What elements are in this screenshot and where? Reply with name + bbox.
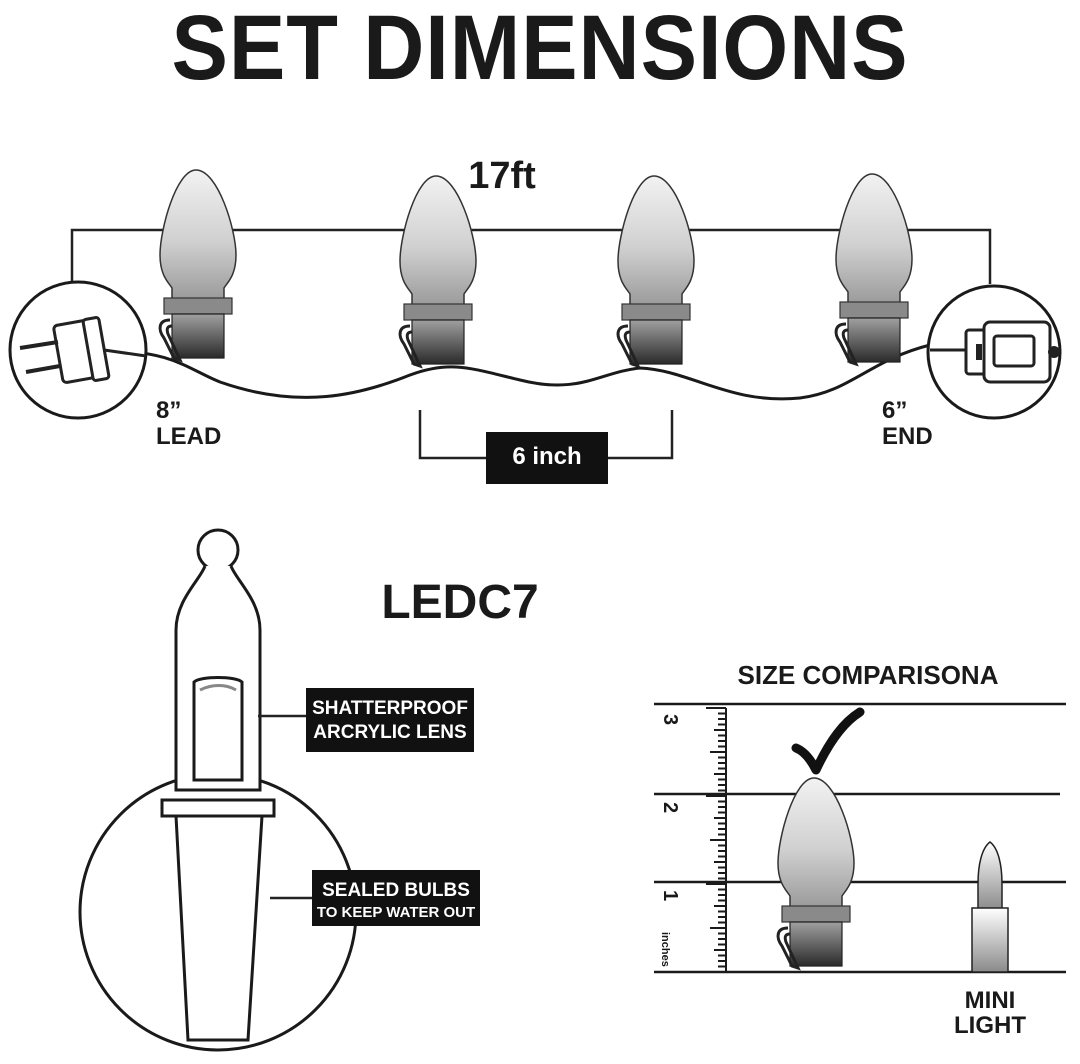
female-plug-icon [930,320,1060,384]
spacing-badge [486,432,608,484]
c7-comparison-bulb [776,776,856,970]
lead-label: LEAD [156,423,221,450]
spacing-label: 6 inch [512,443,581,470]
mini-light [971,841,1009,973]
callout-1-line-2: ARCRYLIC LENS [313,722,466,743]
callout-2-line-1: SEALED BULBS [322,880,470,901]
total-length-label: 17ft [468,155,536,197]
page-title: SET DIMENSIONS [171,0,909,99]
total-length-bracket [70,228,992,300]
wire [111,343,931,401]
size-comparison-title: SIZE COMPARISONA [738,660,999,690]
callout-2-box [312,870,480,926]
end-label: END [882,423,933,450]
ruler-label-2: 2 [659,802,681,813]
male-plug-icon [19,316,147,384]
ruler-unit: inches [659,932,671,967]
bulb-cross-section [160,528,276,1042]
bulb-4 [834,172,914,366]
callout-1-line-1: SHATTERPROOF [312,698,468,719]
callout-1-box [306,688,474,752]
ruler-label-3: 3 [659,714,681,725]
bulb-1 [158,168,238,362]
ruler [706,707,727,973]
end-length: 6” [882,397,907,424]
checkmark-icon [791,707,865,775]
model-label: LEDC7 [381,576,538,629]
callout-2-line-2: TO KEEP WATER OUT [317,904,475,921]
mini-label-2: LIGHT [954,1012,1026,1039]
bulb-3 [616,174,696,368]
mini-label-1: MINI [965,987,1016,1014]
lead-length: 8” [156,397,181,424]
bulb-2 [398,174,478,368]
ruler-label-1: 1 [659,890,681,901]
